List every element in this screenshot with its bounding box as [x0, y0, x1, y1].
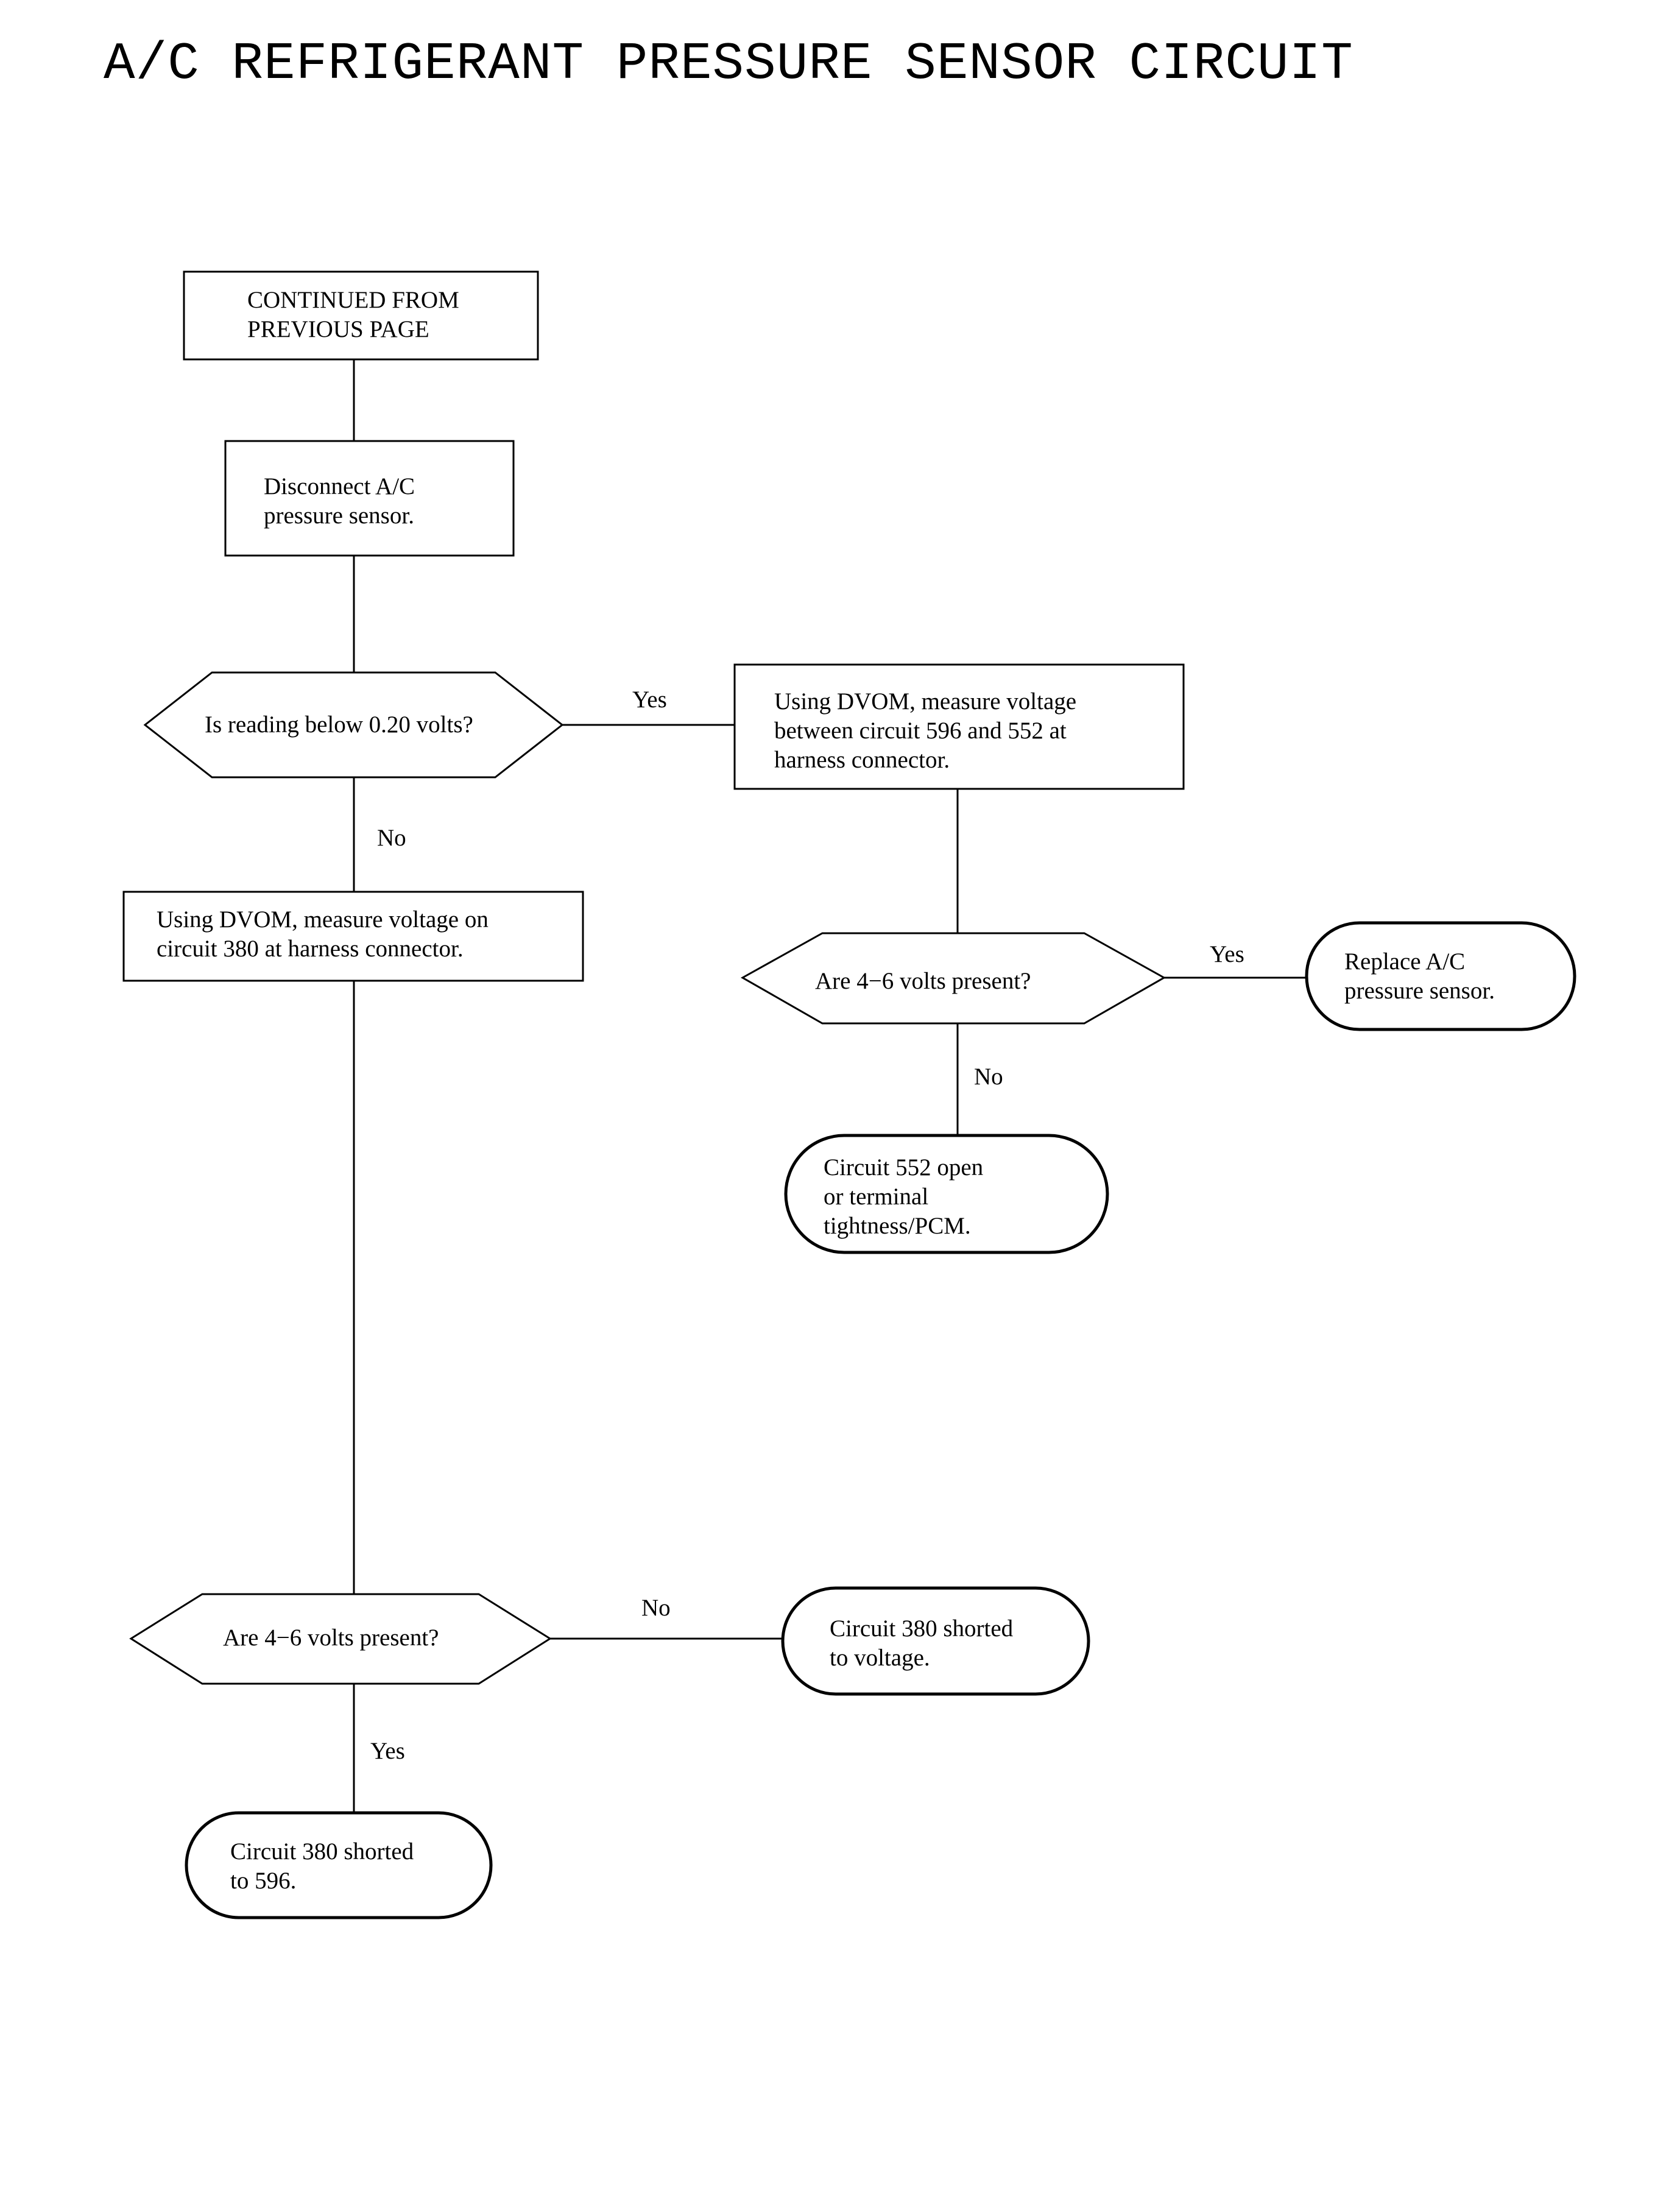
edge-label-decision-reading-yes: Yes	[632, 687, 667, 713]
node-decision-volts-left-text: Are 4−6 volts present?	[223, 1625, 439, 1651]
node-start-text: CONTINUED FROM PREVIOUS PAGE	[247, 287, 459, 342]
edge-label-decision-reading-no: No	[377, 825, 406, 851]
node-shorted-voltage	[781, 1586, 1090, 1696]
node-shorted-596-text: Circuit 380 shorted to 596.	[230, 1838, 414, 1894]
edge-label-decision-right-yes: Yes	[1210, 941, 1244, 967]
edge-label-decision-left-no: No	[641, 1595, 671, 1621]
node-measure-380	[122, 891, 584, 982]
node-disconnect	[224, 440, 515, 557]
node-decision-reading	[143, 671, 564, 778]
node-measure-596-552	[733, 663, 1185, 790]
node-replace-sensor	[1305, 921, 1576, 1031]
node-disconnect-text: Disconnect A/C pressure sensor.	[264, 473, 415, 529]
node-circuit-552-open-text: Circuit 552 open or terminal tightness/P…	[824, 1154, 984, 1239]
node-decision-volts-right	[740, 932, 1166, 1025]
node-decision-volts-right-text: Are 4−6 volts present?	[815, 968, 1031, 994]
node-replace-sensor-text: Replace A/C pressure sensor.	[1344, 948, 1495, 1004]
node-measure-596-552-text: Using DVOM, measure voltage between circ…	[774, 688, 1077, 773]
node-decision-reading-text: Is reading below 0.20 volts?	[205, 711, 473, 738]
page-title: A/C REFRIGERANT PRESSURE SENSOR CIRCUIT	[104, 34, 1354, 94]
edge-label-decision-right-no: No	[974, 1064, 1003, 1090]
node-start	[183, 270, 539, 361]
node-measure-380-text: Using DVOM, measure voltage on circuit 3…	[157, 906, 489, 962]
node-shorted-596	[185, 1811, 493, 1919]
node-shorted-voltage-text: Circuit 380 shorted to voltage.	[830, 1615, 1014, 1671]
node-circuit-552-open	[784, 1134, 1109, 1254]
edge-label-decision-left-yes: Yes	[370, 1738, 405, 1764]
node-decision-volts-left	[129, 1593, 552, 1685]
